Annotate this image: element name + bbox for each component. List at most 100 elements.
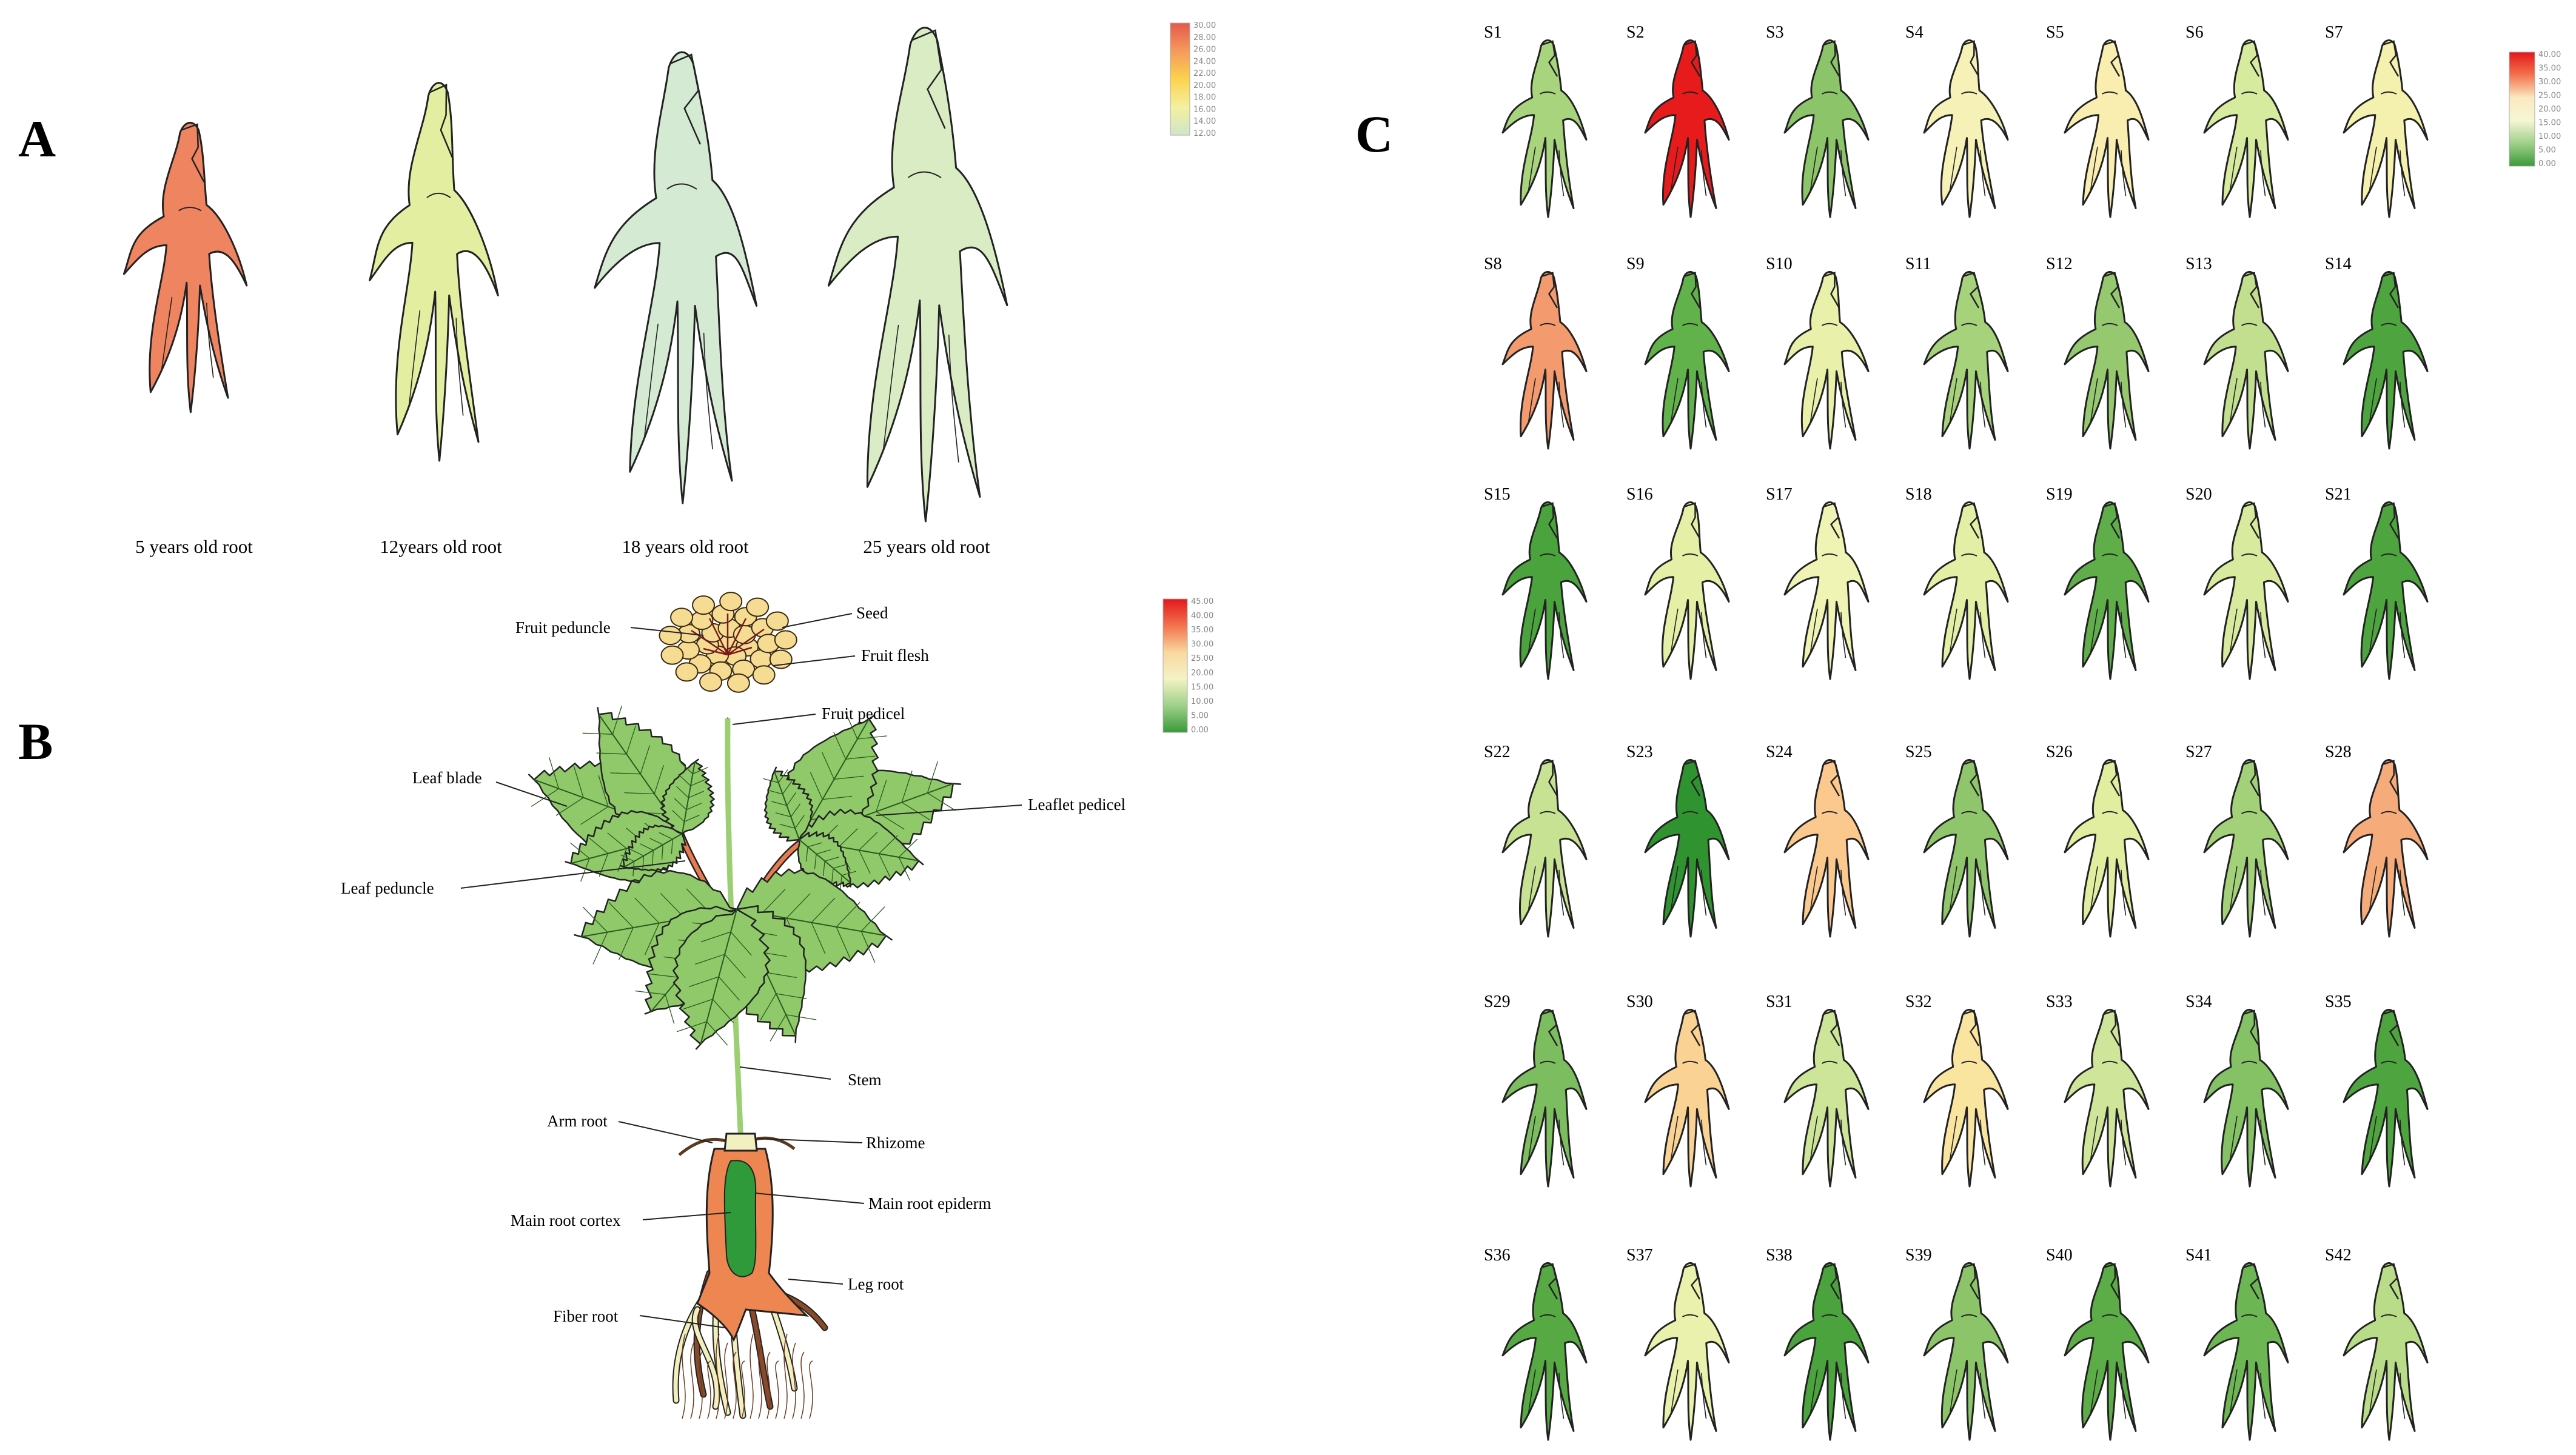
scale-b-tick: 5.00 <box>1191 711 1209 720</box>
sample-root-fibres <box>2090 608 2127 658</box>
berry <box>675 662 699 682</box>
sample-root-fibres <box>1810 608 1846 658</box>
sample-s13: S13 <box>2185 255 2289 450</box>
sample-root <box>1644 501 1730 680</box>
sample-root-rhizome <box>2104 1009 2121 1046</box>
sample-root-body <box>1644 271 1730 450</box>
sample-root-rhizome <box>1684 1009 1701 1046</box>
sample-root-fibres <box>2369 146 2406 196</box>
sample-root-rhizome <box>1541 502 1558 539</box>
sample-s33: S33 <box>2046 992 2150 1188</box>
sample-root-rhizome <box>2383 1263 2400 1300</box>
sample-root <box>1923 39 2009 218</box>
sample-root-crease <box>1822 553 1838 557</box>
sample-root-body <box>1501 501 1588 680</box>
sample-root-body <box>2064 1009 2150 1188</box>
sample-s4: S4 <box>1905 23 2009 218</box>
scale-a-tick: 24.00 <box>1193 57 1216 66</box>
sample-s21: S21 <box>2325 485 2429 680</box>
sample-root-fibres <box>1949 866 1986 916</box>
sample-s28: S28 <box>2325 743 2429 938</box>
sample-root-body <box>1923 759 2009 938</box>
sample-label: S12 <box>2046 255 2073 273</box>
sample-root <box>2343 1009 2429 1188</box>
sample-root-crease <box>1540 1060 1556 1064</box>
sample-root-body <box>2203 1009 2289 1188</box>
sample-root-rhizome <box>1541 1009 1558 1046</box>
panel-a-root-1-crease <box>178 207 202 212</box>
scale-c-tick: 30.00 <box>2538 78 2561 87</box>
sample-s16: S16 <box>1626 485 1730 680</box>
sample-s24: S24 <box>1766 743 1870 938</box>
sample-label: S11 <box>1905 255 1931 273</box>
sample-label: S4 <box>1905 23 1924 42</box>
sample-root-fibres <box>2229 1369 2266 1419</box>
panel-a-root-2 <box>369 82 499 462</box>
sample-root-rhizome <box>2104 40 2121 77</box>
leader-fruit-pedicel <box>732 714 816 725</box>
sample-root-fibres <box>2229 146 2266 196</box>
sample-root-fibres <box>2229 378 2266 428</box>
sample-root-body <box>1644 759 1730 938</box>
sample-root-fibres <box>1670 1369 1707 1419</box>
sample-root-crease <box>2381 323 2397 326</box>
sample-root-fibres <box>2090 866 2127 916</box>
sample-root-rhizome <box>1823 502 1840 539</box>
sample-root-crease <box>2241 91 2258 95</box>
sample-root <box>1783 759 1870 938</box>
sample-root-rhizome <box>2383 760 2400 797</box>
sample-s27: S27 <box>2185 743 2289 938</box>
sample-s18: S18 <box>1905 485 2009 680</box>
sample-root-rhizome <box>1541 40 1558 77</box>
berry <box>670 607 694 627</box>
sample-root-rhizome <box>1823 1263 1840 1300</box>
label-leaf-peduncle: Leaf peduncle <box>341 879 434 897</box>
sample-root <box>2064 39 2150 218</box>
leader-fruit-flesh <box>773 655 856 666</box>
sample-s10: S10 <box>1766 255 1870 450</box>
sample-root-fibres <box>1528 1116 1565 1166</box>
sample-label: S42 <box>2325 1246 2352 1265</box>
sample-root-fibres <box>2229 866 2266 916</box>
leader-leaf-blade <box>495 781 568 807</box>
panel-a-root-1-fibres <box>161 296 214 378</box>
sample-s15: S15 <box>1484 485 1588 680</box>
sample-s5: S5 <box>2046 23 2150 218</box>
label-stem: Stem <box>848 1071 882 1089</box>
sample-root-fibres <box>1528 1369 1565 1419</box>
sample-label: S27 <box>2185 743 2212 761</box>
berry <box>719 592 743 612</box>
sample-s39: S39 <box>1905 1246 2009 1441</box>
sample-root-rhizome <box>1963 760 1980 797</box>
sample-label: S17 <box>1766 485 1793 504</box>
annotation-leaders <box>460 613 1022 1328</box>
sample-root <box>2203 271 2289 450</box>
sample-root <box>2343 759 2429 938</box>
sample-label: S35 <box>2325 992 2352 1011</box>
sample-root-crease <box>2241 1314 2258 1317</box>
label-rhizome: Rhizome <box>866 1134 925 1152</box>
scale-b-tick: 35.00 <box>1191 626 1213 635</box>
sample-s38: S38 <box>1766 1246 1870 1441</box>
label-seed: Seed <box>856 604 888 622</box>
sample-root-body <box>1783 271 1870 450</box>
sample-root-crease <box>1822 91 1838 95</box>
sample-root-fibres <box>1810 378 1846 428</box>
sample-label: S22 <box>1484 743 1511 761</box>
scale-c-tick: 40.00 <box>2538 50 2561 59</box>
sample-label: S26 <box>2046 743 2073 761</box>
sample-root <box>2203 1262 2289 1441</box>
scale-a-bar <box>1170 22 1190 136</box>
sample-s26: S26 <box>2046 743 2150 938</box>
sample-s41: S41 <box>2185 1246 2289 1441</box>
sample-root-rhizome <box>1684 1263 1701 1300</box>
sample-root-crease <box>2102 91 2118 95</box>
scale-b-tick: 45.00 <box>1191 597 1213 606</box>
sample-root-rhizome <box>2243 40 2260 77</box>
berry <box>726 673 750 693</box>
sample-root-rhizome <box>1684 502 1701 539</box>
panel-a: 5 years old root 12years old root 18 yea… <box>122 21 1216 557</box>
scale-a-tick: 12.00 <box>1193 129 1216 138</box>
sample-root <box>2064 271 2150 450</box>
